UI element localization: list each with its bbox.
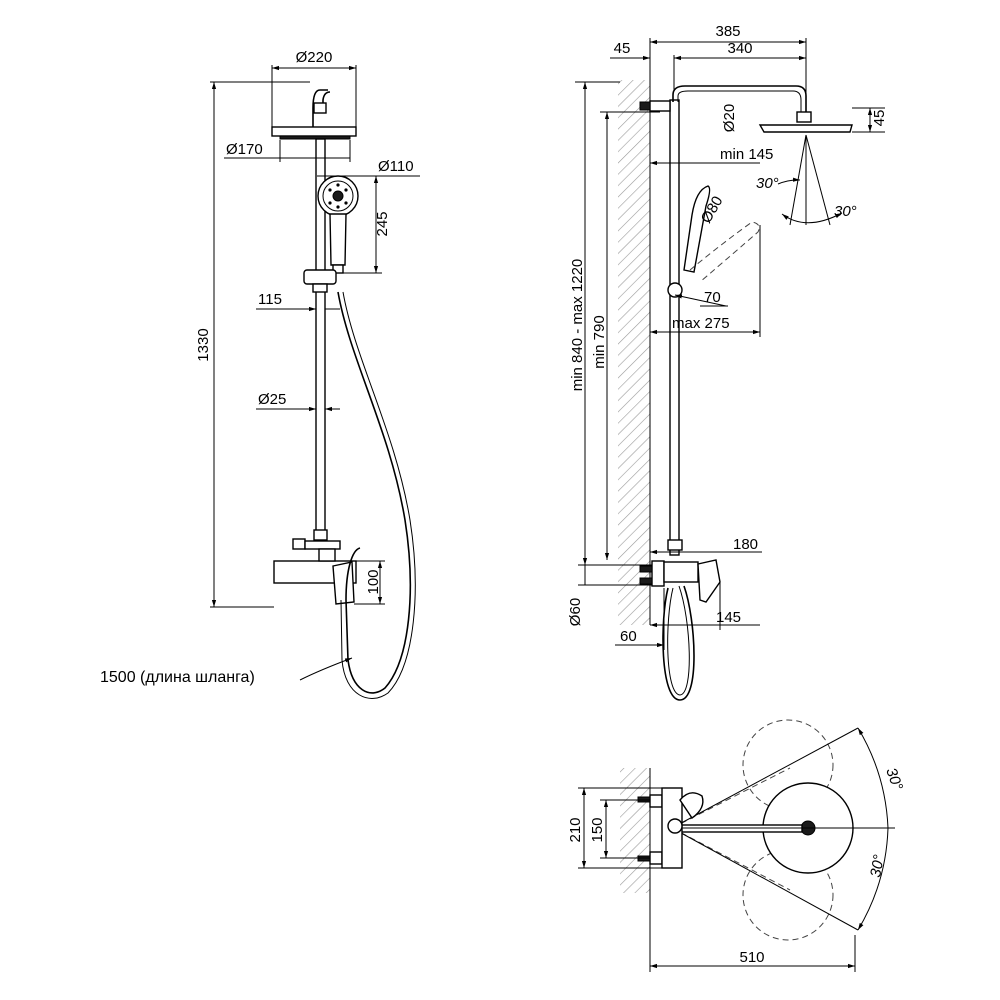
front-mixer — [273, 538, 357, 605]
dim-head-diameter: Ø220 — [296, 49, 333, 66]
dim-pipe-diameter: Ø25 — [258, 391, 286, 408]
dim-top-angle-a: 30° — [882, 766, 906, 793]
dim-top-spacing-inner: 150 — [589, 817, 606, 842]
dim-side-wall-gap: 45 — [614, 40, 631, 57]
front-hose — [337, 291, 412, 694]
dim-hand-height: 245 — [374, 211, 391, 236]
dim-side-outlet-depth: 145 — [716, 609, 741, 626]
dim-side-min-height: min 790 — [591, 315, 608, 368]
dim-top-angle-b: 30° — [867, 853, 888, 878]
dim-top-reach: 510 — [739, 949, 764, 966]
front-view: Ø220 Ø170 Ø110 245 115 Ø25 1330 100 — [100, 49, 420, 699]
dim-head-inner-diameter: Ø170 — [226, 141, 263, 158]
front-slider-holder — [303, 269, 337, 293]
side-shower-arm — [672, 85, 807, 112]
dim-slider-offset: 115 — [258, 291, 282, 308]
front-pipe-joint — [313, 529, 328, 541]
hose-length-label: 1500 (длина шланга) — [100, 669, 255, 686]
top-view: 30° 30° 210 150 510 — [567, 719, 906, 972]
top-wall — [620, 768, 650, 893]
dim-side-height-range: min 840 - max 1220 — [569, 259, 586, 392]
dim-side-max-reach: max 275 — [672, 315, 730, 332]
dim-side-head-angle-b: 30° — [834, 203, 857, 220]
dim-total-height: 1330 — [195, 328, 212, 361]
dim-side-head-thickness: 45 — [871, 110, 888, 127]
dim-side-arm-diameter: Ø20 — [721, 104, 738, 132]
dim-mixer-height: 100 — [365, 569, 382, 594]
side-view: 385 340 45 Ø20 45 30° 30° min 145 Ø80 70… — [567, 23, 888, 701]
top-mixer — [637, 787, 704, 869]
side-rain-head — [758, 111, 853, 133]
front-rain-head — [271, 89, 357, 140]
dim-side-flange-diameter: Ø60 — [567, 598, 584, 626]
dim-side-arm: 340 — [727, 40, 752, 57]
side-wall — [618, 80, 650, 625]
dim-side-head-angle-a: 30° — [756, 175, 779, 192]
side-riser-pipe — [669, 99, 680, 556]
dim-hand-diameter: Ø110 — [378, 158, 414, 175]
dim-side-holder-angle: 70 — [704, 289, 721, 306]
front-hand-shower — [317, 175, 359, 274]
dim-side-depth-total: 385 — [715, 23, 740, 40]
dim-side-min-reach: min 145 — [720, 146, 773, 163]
dim-side-mixer-depth: 180 — [733, 536, 758, 553]
side-mixer — [639, 539, 721, 603]
dim-top-spacing-outer: 210 — [567, 817, 584, 842]
side-hose — [662, 585, 695, 701]
dim-side-flange-depth: 60 — [620, 628, 637, 645]
